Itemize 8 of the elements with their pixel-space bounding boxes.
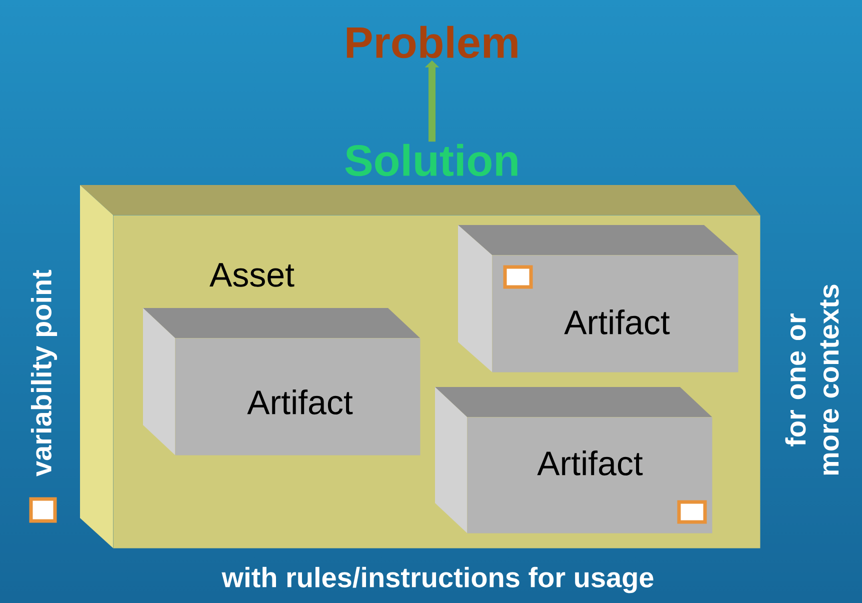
artifact-box: Artifact — [435, 387, 712, 534]
bottom-label: with rules/instructions for usage — [222, 566, 654, 594]
heading: Problem — [346, 26, 518, 58]
artifact-box: Artifact — [458, 225, 738, 372]
legend-label: variability point — [30, 270, 58, 476]
artifact-box: Artifact — [143, 308, 420, 456]
heading: Solution — [345, 144, 518, 176]
side-label: for one or more contexts — [785, 284, 839, 475]
